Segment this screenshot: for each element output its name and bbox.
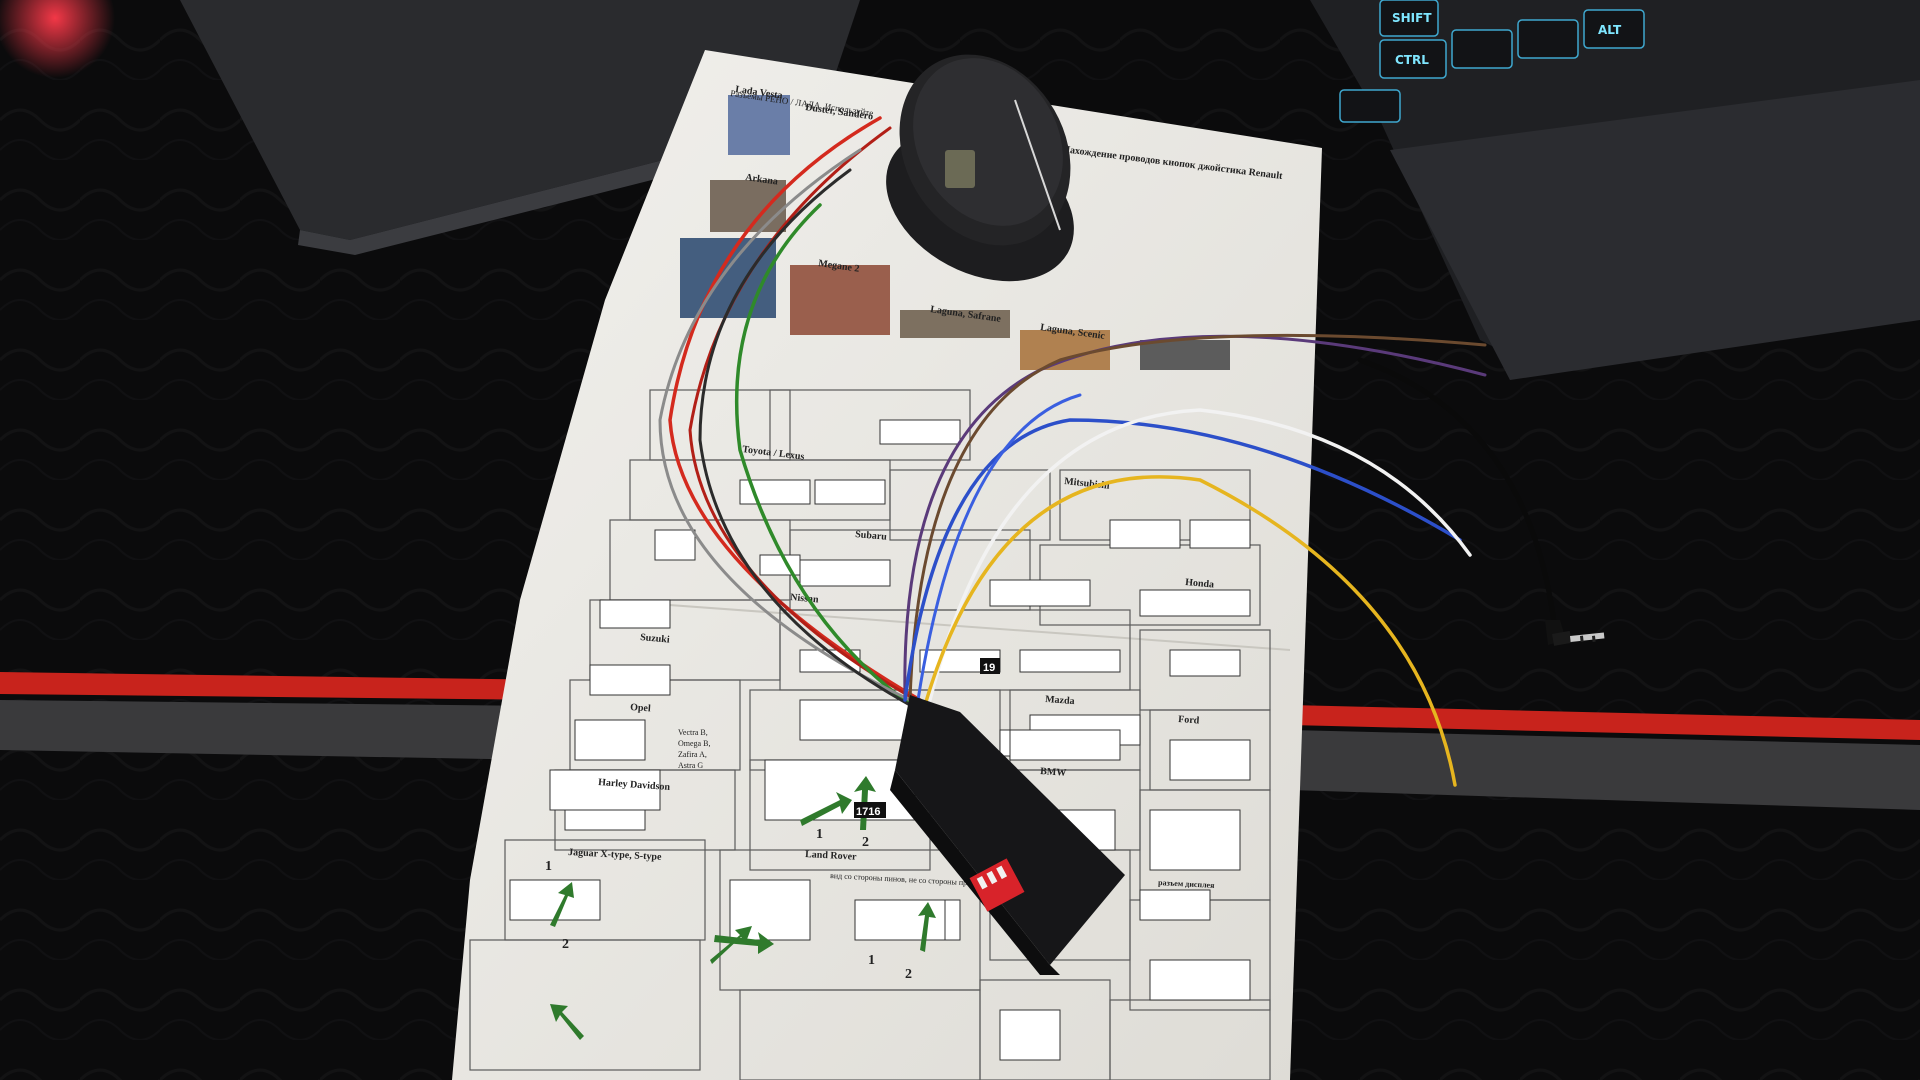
wire-gray [658, 148, 912, 702]
label-suzuki: Suzuki [640, 632, 671, 646]
sheet-green-arrows [550, 776, 936, 1040]
wire-brown [908, 333, 1487, 702]
connector-number-box [980, 658, 1000, 674]
arrow-number-1: 1 [816, 827, 823, 842]
arrow-number-2b: 2 [562, 937, 569, 952]
aux-jack-plug [1545, 620, 1605, 646]
wire-dark [698, 168, 912, 707]
wire-bundle [658, 116, 1558, 787]
wire-yellow [923, 475, 1457, 787]
laptop-device [180, 0, 860, 240]
label-arkana: Arkana [745, 172, 779, 187]
label-ford: Ford [1178, 714, 1200, 726]
label-jaguar: Jaguar X-type, S-type [568, 847, 662, 863]
arrow-number-1c: 1 [868, 953, 875, 968]
speaker-disc [886, 54, 1074, 282]
opel-model-list: Vectra B, Omega B, Zafira A, Astra G [678, 728, 710, 770]
opel-model-2: Omega B, [678, 739, 710, 748]
interface-box [890, 695, 1125, 975]
connector-number: 19 [983, 662, 995, 674]
dip-switch [969, 858, 1025, 912]
dip-switch-toggles [976, 865, 1008, 890]
connector-code-box [854, 802, 886, 818]
opel-model-4: Astra G [678, 761, 703, 770]
label-honda: Honda [1185, 577, 1215, 590]
label-harley: Harley Davidson [598, 777, 671, 793]
key-alt-label: ALT [1598, 23, 1622, 37]
label-bmw: BMW [1040, 766, 1067, 779]
arrow-number-1b: 1 [545, 859, 552, 874]
mat-red-stripe-right [1290, 705, 1920, 740]
label-mazda: Mazda [1045, 694, 1075, 707]
mat-red-stripe [0, 672, 560, 700]
wire-green [734, 203, 917, 710]
sheet-fold-line [599, 599, 1291, 651]
opel-model-3: Zafira A, [678, 750, 707, 759]
key-ctrl-label: CTRL [1395, 53, 1429, 67]
lamp-glow [0, 0, 115, 78]
key-shift-label: SHIFT [1392, 11, 1432, 25]
label-mitsubishi: Mitsubishi [1064, 476, 1111, 492]
display-connector-label: разъем дисплея [1158, 878, 1215, 890]
wire-black-aux [1357, 357, 1558, 633]
label-opel: Opel [630, 702, 651, 714]
wire-blue-2 [916, 393, 1082, 702]
opel-model-1: Vectra B, [678, 728, 708, 737]
sheet-photo-thumbnails [680, 95, 1230, 370]
wire-blue [903, 418, 1462, 702]
mat-gray-stripe [0, 700, 540, 760]
keyboard-keys [1339, 0, 1645, 123]
wire-white [928, 408, 1472, 702]
sheet-arrow-numbers: 1 2 1 2 1 2 [545, 827, 912, 982]
arrow-number-2: 2 [862, 835, 869, 850]
connector-code: 1716 [856, 806, 880, 818]
label-subaru: Subaru [855, 529, 888, 543]
keyboard-wrist-rest [1390, 80, 1920, 380]
arrow-number-2c: 2 [905, 967, 912, 982]
wire-red-2 [688, 126, 927, 707]
label-land-rover: Land Rover [805, 849, 857, 863]
